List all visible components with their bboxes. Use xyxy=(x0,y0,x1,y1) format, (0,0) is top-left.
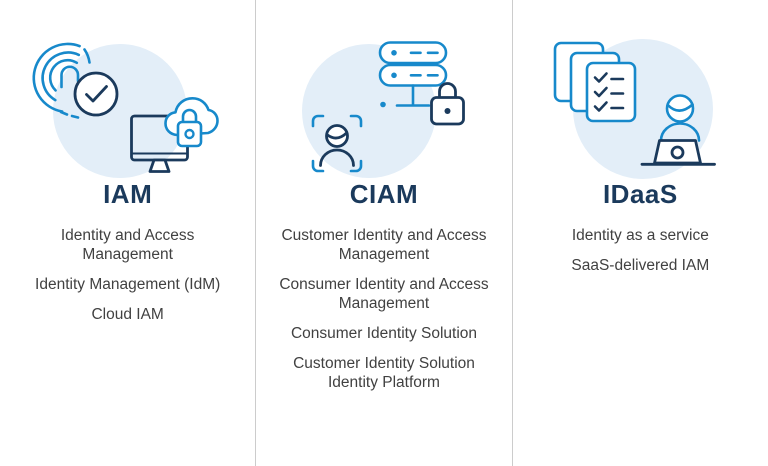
term: Identity Management (IdM) xyxy=(35,276,221,293)
iam-term-list: Identity and Access Management Identity … xyxy=(0,226,255,324)
face-scan-frame-icon xyxy=(311,114,363,173)
ciam-illustration xyxy=(256,0,511,178)
person-at-laptop-icon xyxy=(640,94,717,166)
column-ciam: CIAM Customer Identity and Access Manage… xyxy=(255,0,513,466)
person-icon xyxy=(319,124,355,167)
column-idaas: IDaaS Identity as a service SaaS-deliver… xyxy=(513,0,768,466)
term: Identity as a service xyxy=(571,227,709,244)
column-title-idaas: IDaaS xyxy=(602,179,678,209)
padlock-icon xyxy=(430,82,465,126)
circle-background xyxy=(52,44,187,178)
server-icon xyxy=(378,41,448,108)
fingerprint-verification-monitor-icon xyxy=(32,42,219,178)
fingerprint-icon xyxy=(32,42,91,119)
column-iam: IAM Identity and Access Management Ident… xyxy=(0,0,255,466)
idaas-term-list: Identity as a service SaaS-delivered IAM xyxy=(513,226,768,275)
monitor-icon xyxy=(129,114,189,173)
term: Cloud IAM xyxy=(91,306,164,323)
term: SaaS-delivered IAM xyxy=(571,257,710,274)
column-title-ciam: CIAM xyxy=(349,179,419,209)
padlock-icon xyxy=(176,108,202,148)
term: Identity and Access Management xyxy=(60,227,195,263)
column-title-iam: IAM xyxy=(103,179,153,209)
term: Consumer Identity and Access Management xyxy=(279,276,489,312)
checklist-documents-icon xyxy=(554,41,637,123)
term: Customer Identity and Access Management xyxy=(281,227,487,263)
server-lock-face-scan-icon xyxy=(301,41,465,178)
checkmark-circle-icon xyxy=(73,71,119,117)
iam-illustration xyxy=(0,0,255,178)
checklist-person-laptop-icon xyxy=(554,39,717,179)
ciam-term-list: Customer Identity and Access Management … xyxy=(256,226,511,392)
term: Consumer Identity Solution xyxy=(290,325,478,342)
term: Customer Identity Solution Identity Plat… xyxy=(293,355,475,391)
idaas-illustration xyxy=(513,0,768,179)
